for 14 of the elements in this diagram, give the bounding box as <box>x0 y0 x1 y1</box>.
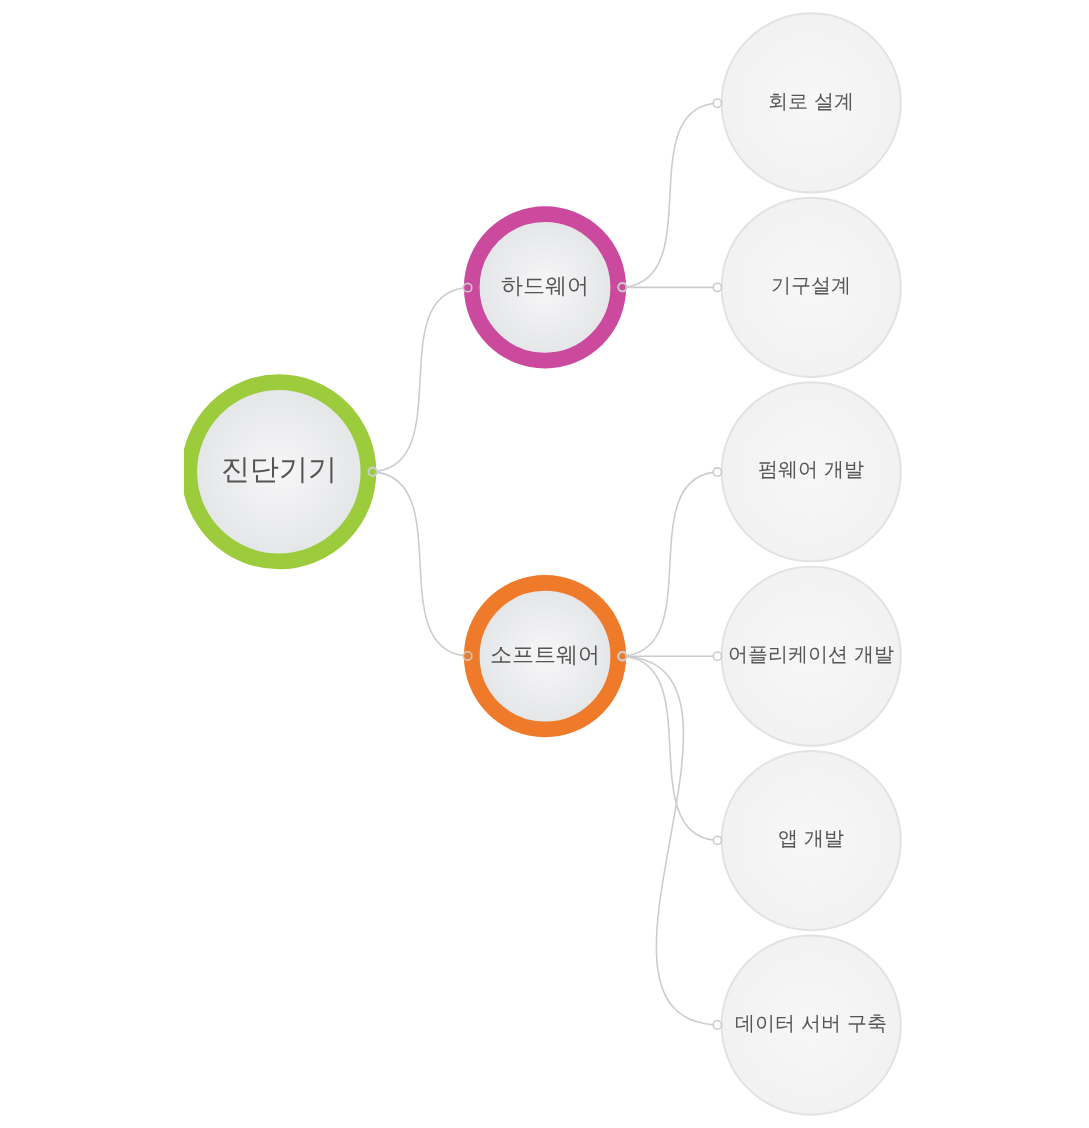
connector <box>616 651 722 846</box>
node-circle: 회로 설계 <box>720 12 902 194</box>
node-circle: 데이터 서버 구축 <box>720 934 902 1116</box>
node-circle: 펌웨어 개발 <box>720 381 902 563</box>
node-circle: 기구설계 <box>720 196 902 378</box>
connector <box>616 651 722 662</box>
node-circle: 어플리케이션 개발 <box>720 565 902 747</box>
connector <box>616 651 722 1030</box>
node-circle: 앱 개발 <box>720 750 902 932</box>
connector <box>616 98 722 293</box>
connector <box>616 467 722 661</box>
connector <box>367 282 473 477</box>
connector <box>616 282 722 293</box>
connector <box>367 467 473 661</box>
